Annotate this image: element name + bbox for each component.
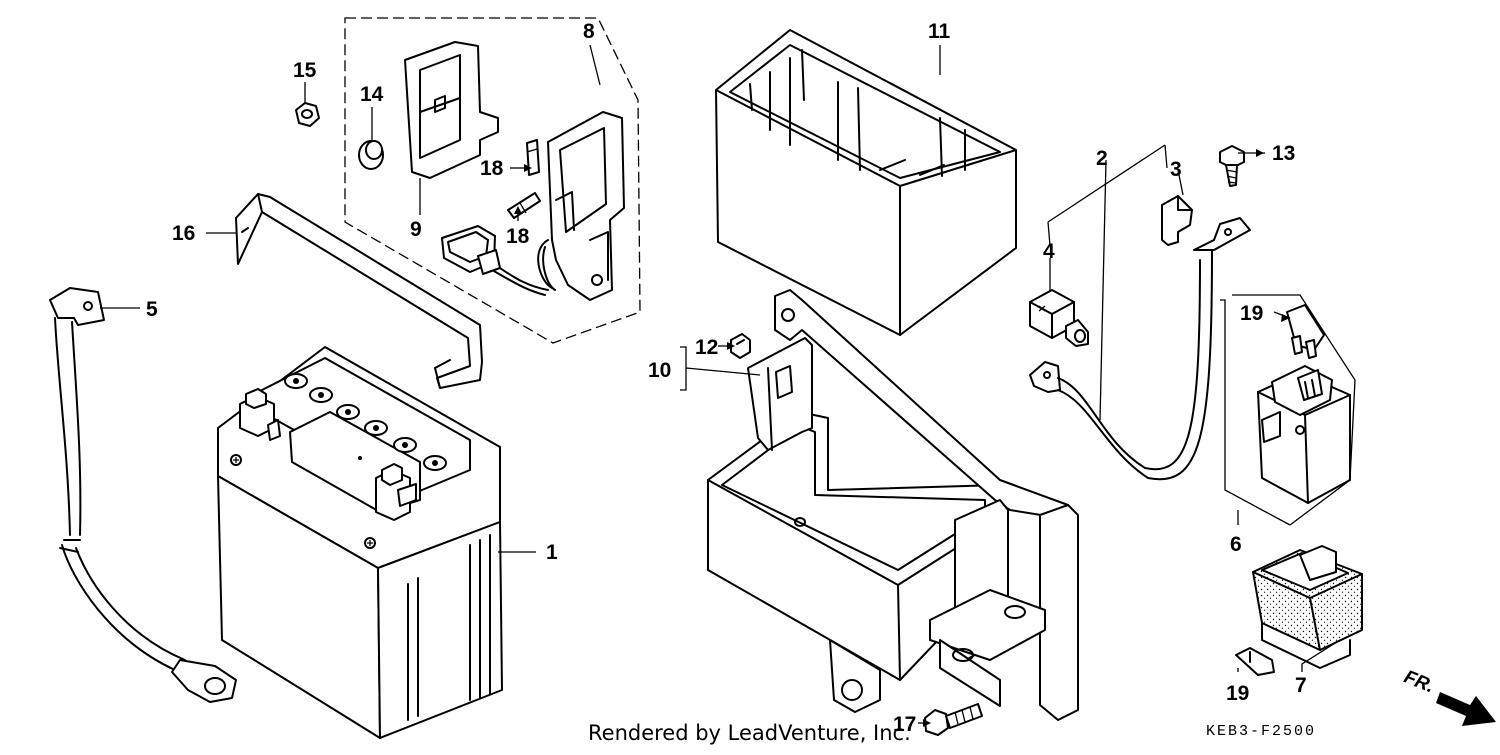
positive-cable-bracket <box>1047 144 1168 247</box>
starter-cable-part[interactable] <box>1029 217 1251 481</box>
fuse-box-cover-part[interactable] <box>404 41 499 179</box>
callout-numbers: 1 2 3 4 5 6 7 8 9 10 11 12 13 14 15 16 1… <box>146 20 1307 736</box>
callout-13: 13 <box>1272 142 1295 165</box>
starter-relay-part[interactable] <box>1257 365 1351 504</box>
front-direction-arrow-icon <box>1436 692 1496 726</box>
battery-band-part[interactable] <box>235 193 483 389</box>
fuse-part-upper[interactable] <box>526 139 540 176</box>
callout-7: 7 <box>1295 674 1307 697</box>
battery-part[interactable] <box>217 346 503 739</box>
fuse-part-lower[interactable] <box>507 192 541 219</box>
nut-part[interactable] <box>295 102 320 127</box>
callout-3: 3 <box>1170 158 1182 181</box>
callout-19-upper: 19 <box>1240 302 1263 325</box>
fuse-part-lower-19[interactable] <box>1235 647 1275 676</box>
leader-arrowheads <box>514 149 1290 727</box>
flange-bolt-part[interactable] <box>924 703 983 736</box>
battery-terminal-part[interactable] <box>1029 289 1089 347</box>
callout-19-lower: 19 <box>1226 682 1249 705</box>
battery-vent-caps <box>284 373 447 471</box>
fuse-box-base-part[interactable] <box>441 111 625 301</box>
callout-17: 17 <box>893 713 916 736</box>
callout-18-lower: 18 <box>506 225 530 248</box>
callout-10: 10 <box>648 359 671 382</box>
grommet-part[interactable] <box>358 140 384 170</box>
callout-4: 4 <box>1043 240 1055 263</box>
callout-6: 6 <box>1230 533 1242 556</box>
callout-9: 9 <box>410 218 422 241</box>
callout-15: 15 <box>293 59 317 82</box>
callout-12: 12 <box>695 336 718 359</box>
callout-2: 2 <box>1096 147 1108 170</box>
screw-part[interactable] <box>1219 145 1245 187</box>
callout-1: 1 <box>546 541 558 564</box>
callout-8: 8 <box>583 20 595 43</box>
battery-case-part[interactable] <box>715 29 1017 336</box>
callout-16: 16 <box>172 222 195 245</box>
callout-11: 11 <box>928 20 951 43</box>
callout-5: 5 <box>146 298 158 321</box>
terminal-cover-part[interactable] <box>1161 195 1193 246</box>
fuse-box-kit-bracket <box>344 17 641 344</box>
fuse-part-upper-19[interactable] <box>1286 304 1325 359</box>
credit-text: Rendered by LeadVenture, Inc. <box>588 721 911 745</box>
diagram-code: KEB3-F2500 <box>1206 723 1316 740</box>
callout-14: 14 <box>360 83 384 106</box>
battery-tray-part[interactable] <box>707 289 1079 721</box>
callout-18-upper: 18 <box>480 157 504 180</box>
cushion-part[interactable] <box>730 333 751 359</box>
negative-cable-part[interactable] <box>49 287 237 703</box>
front-direction-label: FR. <box>1401 667 1437 698</box>
relay-bracket <box>1220 294 1356 526</box>
relay-cover-part[interactable] <box>1252 545 1363 669</box>
